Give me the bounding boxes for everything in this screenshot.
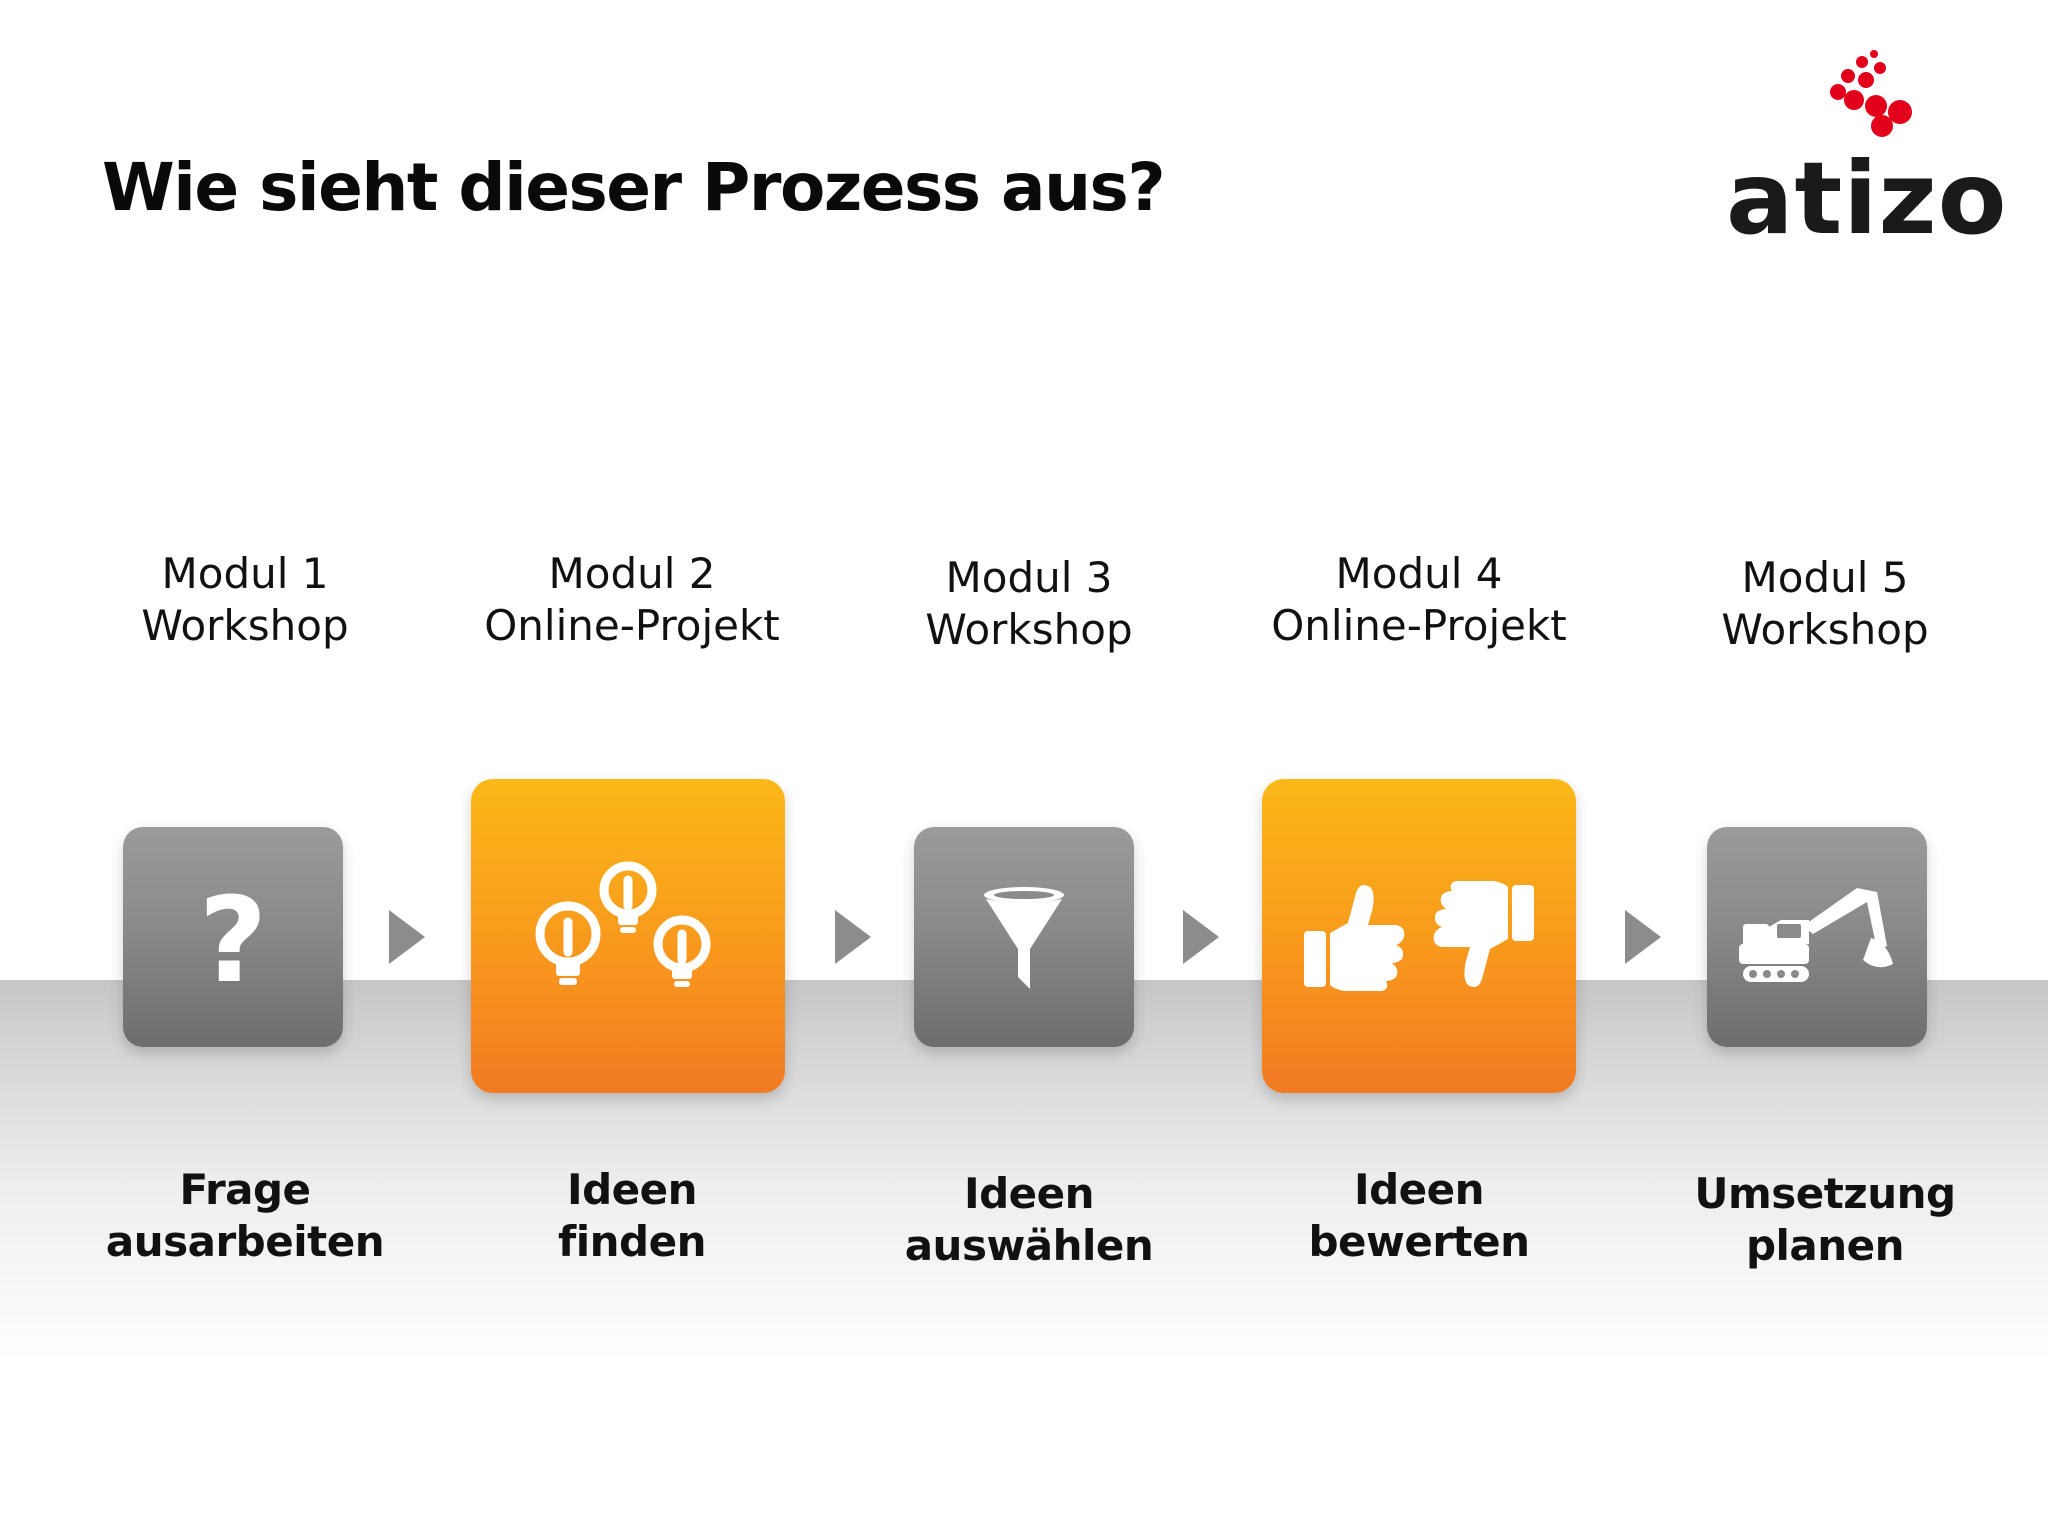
- step-3-label-line1: Ideen: [963, 1169, 1095, 1218]
- svg-text:?: ?: [199, 877, 267, 997]
- lightbulbs-icon: [535, 861, 711, 987]
- step-1-module: Modul 1: [161, 549, 329, 598]
- question-mark-icon: ?: [199, 877, 267, 997]
- step-1-label: Frage ausarbeiten: [65, 1164, 425, 1268]
- step-5-format: Workshop: [1721, 605, 1929, 654]
- step-1-box: ?: [123, 827, 343, 1047]
- arrow-1-2-icon: [389, 910, 425, 964]
- atizo-logo: atizo: [1726, 46, 2006, 254]
- step-4-format: Online-Projekt: [1271, 601, 1567, 650]
- arrow-4-5-icon: [1625, 910, 1661, 964]
- step-5-label-line1: Umsetzung: [1694, 1169, 1956, 1218]
- step-5-label-line2: planen: [1745, 1221, 1905, 1270]
- step-4-label-line2: bewerten: [1308, 1217, 1530, 1266]
- step-4-label-line1: Ideen: [1353, 1165, 1485, 1214]
- thumbs-up-down-icon: [1304, 881, 1534, 991]
- step-4-header: Modul 4 Online-Projekt: [1239, 548, 1599, 652]
- step-1-format: Workshop: [141, 601, 349, 650]
- slide-title: Wie sieht dieser Prozess aus?: [102, 149, 1166, 226]
- excavator-icon: [1739, 888, 1893, 982]
- logo-dots-icon: [1830, 50, 1912, 137]
- step-1-header: Modul 1 Workshop: [65, 548, 425, 652]
- step-5-module: Modul 5: [1741, 553, 1909, 602]
- step-3-label-line2: auswählen: [904, 1221, 1154, 1270]
- step-3-format: Workshop: [925, 605, 1133, 654]
- step-5-box: [1707, 827, 1927, 1047]
- step-1-label-line2: ausarbeiten: [105, 1217, 385, 1266]
- step-3-label: Ideen auswählen: [849, 1168, 1209, 1272]
- step-5-header: Modul 5 Workshop: [1645, 552, 2005, 656]
- step-4-module: Modul 4: [1335, 549, 1503, 598]
- arrow-3-4-icon: [1183, 910, 1219, 964]
- step-2-box: [471, 779, 785, 1093]
- step-2-format: Online-Projekt: [484, 601, 780, 650]
- step-3-module: Modul 3: [945, 553, 1113, 602]
- funnel-icon: [984, 887, 1064, 989]
- step-2-label-line2: finden: [557, 1217, 707, 1266]
- step-2-module: Modul 2: [548, 549, 716, 598]
- step-4-label: Ideen bewerten: [1239, 1164, 1599, 1268]
- step-2-header: Modul 2 Online-Projekt: [452, 548, 812, 652]
- arrow-2-3-icon: [835, 910, 871, 964]
- step-5-label: Umsetzung planen: [1645, 1168, 2005, 1272]
- step-3-header: Modul 3 Workshop: [849, 552, 1209, 656]
- step-2-label: Ideen finden: [452, 1164, 812, 1268]
- step-4-box: [1262, 779, 1576, 1093]
- step-2-label-line1: Ideen: [566, 1165, 698, 1214]
- step-1-label-line1: Frage: [179, 1165, 311, 1214]
- step-3-box: [914, 827, 1134, 1047]
- logo-wordmark: atizo: [1726, 140, 2008, 257]
